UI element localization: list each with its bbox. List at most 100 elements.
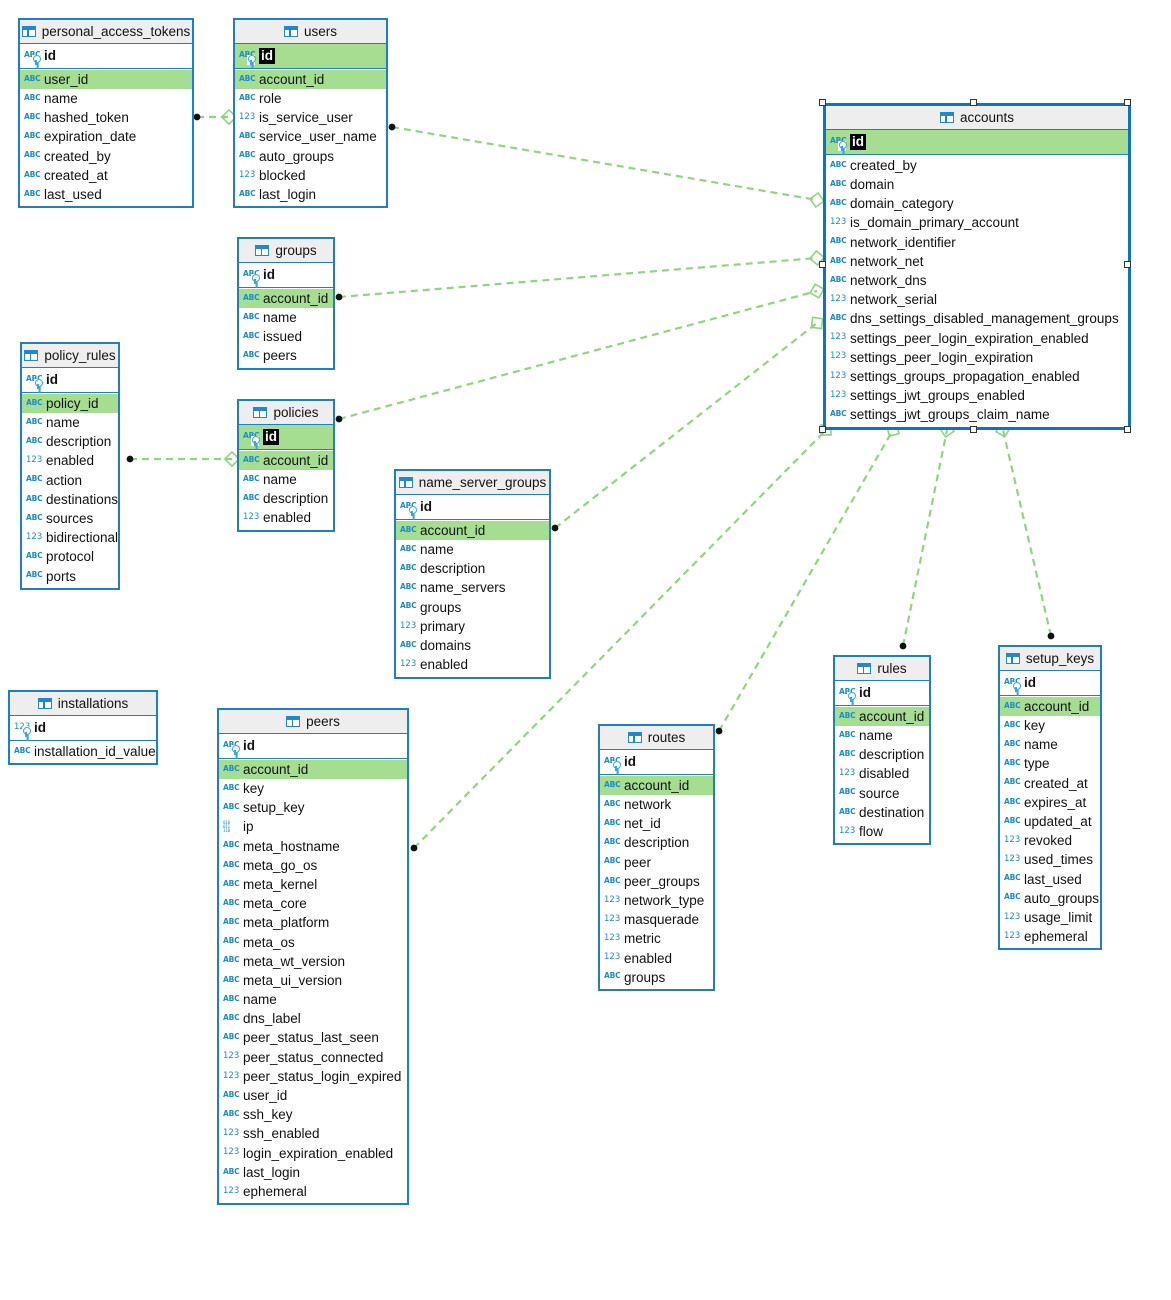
table-header-peers[interactable]: peers bbox=[219, 710, 407, 734]
resize-handle[interactable] bbox=[970, 426, 977, 433]
relationship-personal_access_tokens-user_id-to-users-id[interactable] bbox=[193, 108, 238, 126]
table-policies[interactable]: policiesABCidABCaccount_idABCnameABCdesc… bbox=[237, 399, 335, 532]
table-header-policies[interactable]: policies bbox=[239, 401, 333, 425]
column-row-pk-policy_rules[interactable]: ABCid bbox=[22, 368, 118, 393]
resize-handle[interactable] bbox=[819, 261, 826, 268]
table-header-users[interactable]: users bbox=[235, 20, 386, 44]
relationship-policies-account_id-to-accounts-id[interactable] bbox=[335, 283, 825, 423]
table-routes[interactable]: routesABCidABCaccount_idABCnetworkABCnet… bbox=[598, 724, 715, 992]
table-peers[interactable]: peersABCidABCaccount_idABCkeyABCsetup_ke… bbox=[217, 708, 409, 1206]
column-row-pk-name_server_groups[interactable]: ABCid bbox=[396, 495, 549, 520]
relationship-rules-account_id-to-accounts-id[interactable] bbox=[899, 421, 956, 650]
column-row-pk-users[interactable]: ABCid bbox=[235, 44, 386, 69]
table-installations[interactable]: installations123idABCinstallation_id_val… bbox=[8, 690, 158, 766]
relationship-policy_rules-policy_id-to-policies-id[interactable] bbox=[126, 450, 241, 468]
table-header-accounts[interactable]: accounts bbox=[826, 106, 1128, 130]
table-setup_keys[interactable]: setup_keysABCidABCaccount_idABCkeyABCnam… bbox=[998, 645, 1102, 951]
relationship-setup_keys-account_id-to-accounts-id[interactable] bbox=[995, 422, 1055, 640]
table-accounts[interactable]: accountsABCidABCcreated_byABCdomainABCdo… bbox=[823, 103, 1131, 430]
column-row-pk-routes[interactable]: ABCid bbox=[600, 750, 713, 775]
table-header-groups[interactable]: groups bbox=[239, 239, 333, 263]
table-personal_access_tokens[interactable]: personal_access_tokensABCidABCuser_idABC… bbox=[18, 18, 194, 209]
resize-handle[interactable] bbox=[819, 99, 826, 106]
table-name_server_groups[interactable]: name_server_groupsABCidABCaccount_idABCn… bbox=[394, 469, 551, 679]
resize-handle[interactable] bbox=[1124, 99, 1131, 106]
table-policy_rules[interactable]: policy_rulesABCidABCpolicy_idABCnameABCd… bbox=[20, 342, 120, 590]
column-row-pk-peers[interactable]: ABCid bbox=[219, 734, 407, 759]
